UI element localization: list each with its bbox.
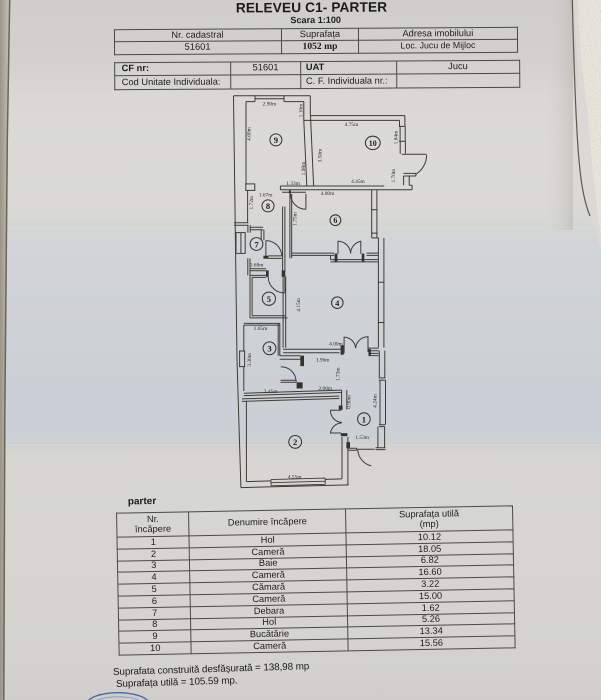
svg-text:1.73m: 1.73m xyxy=(335,367,341,381)
svg-text:1.84m: 1.84m xyxy=(394,130,400,144)
svg-text:1.98m: 1.98m xyxy=(301,161,307,175)
svg-text:1.75m: 1.75m xyxy=(293,211,299,225)
svg-text:3.50m: 3.50m xyxy=(318,148,324,162)
svg-text:7: 7 xyxy=(254,239,259,249)
svg-text:2: 2 xyxy=(293,437,297,447)
svg-text:1.65m: 1.65m xyxy=(254,326,268,332)
svg-text:1.67m: 1.67m xyxy=(259,192,273,198)
svg-text:2.06m: 2.06m xyxy=(318,386,332,392)
svg-text:4.45m: 4.45m xyxy=(351,179,365,185)
svg-text:1.53m: 1.53m xyxy=(355,435,369,441)
svg-text:4.24m: 4.24m xyxy=(373,393,379,407)
svg-text:4.55m: 4.55m xyxy=(288,474,302,480)
svg-text:4.00m: 4.00m xyxy=(329,342,343,348)
svg-text:4.60m: 4.60m xyxy=(247,126,253,140)
svg-text:1.96m: 1.96m xyxy=(316,357,330,363)
svg-text:2.90m: 2.90m xyxy=(263,102,277,108)
svg-text:6: 6 xyxy=(333,216,337,225)
svg-text:1.10m: 1.10m xyxy=(299,103,305,117)
svg-text:8: 8 xyxy=(266,201,271,211)
svg-text:0.90m: 0.90m xyxy=(347,394,353,408)
svg-text:4: 4 xyxy=(335,299,339,308)
svg-text:4.75m: 4.75m xyxy=(345,122,359,128)
svg-text:10: 10 xyxy=(369,139,377,148)
svg-text:1.72m: 1.72m xyxy=(249,195,255,209)
svg-text:1.33m: 1.33m xyxy=(286,181,300,187)
svg-text:5: 5 xyxy=(267,294,271,304)
svg-text:1: 1 xyxy=(362,414,366,424)
svg-text:4.15m: 4.15m xyxy=(296,297,302,311)
svg-text:3: 3 xyxy=(267,344,271,354)
svg-text:1.70m: 1.70m xyxy=(391,168,397,182)
svg-text:9: 9 xyxy=(274,135,278,145)
svg-text:3.30m: 3.30m xyxy=(247,352,253,366)
svg-text:2.45m: 2.45m xyxy=(264,389,278,395)
svg-text:0.68m: 0.68m xyxy=(250,263,264,269)
svg-text:4.00m: 4.00m xyxy=(321,191,335,197)
